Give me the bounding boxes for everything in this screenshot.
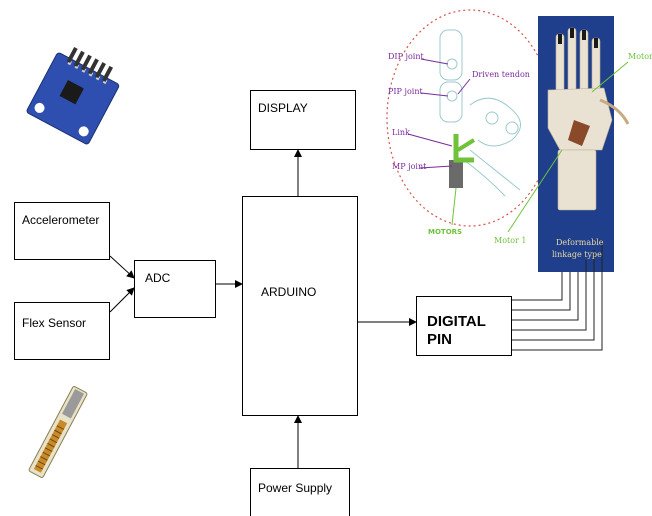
- digital-pin-label-line1: DIGITAL: [427, 313, 486, 330]
- accelerometer-label: Accelerometer: [22, 213, 100, 227]
- flex-sensor-label: Flex Sensor: [22, 316, 87, 330]
- digital-pin-label-line2: PIN: [427, 331, 453, 348]
- motors-label: MOTORS: [428, 228, 463, 236]
- power-supply-block: Power Supply: [250, 468, 350, 516]
- pip-joint-label: PIP joint: [388, 87, 423, 96]
- digital-pin-block: DIGITAL PIN: [416, 296, 512, 356]
- flex-sensor-block: Flex Sensor: [14, 302, 110, 360]
- connectors: [109, 149, 417, 468]
- accelerometer-board-image: [26, 47, 120, 145]
- arduino-label: ARDUINO: [261, 285, 317, 299]
- robotic-hand-photo: [507, 16, 630, 272]
- motor-1-label: Motor 1: [494, 236, 527, 245]
- linkage-type-label: linkage type: [552, 250, 602, 259]
- flex-sensor-strip-image: [28, 386, 88, 478]
- arduino-block: ARDUINO: [242, 196, 358, 416]
- driven-tendon-label: Driven tendon: [472, 70, 530, 79]
- accelerometer-block: Accelerometer: [14, 202, 110, 260]
- adc-label: ADC: [145, 271, 171, 285]
- mp-joint-label: MP joint: [392, 162, 427, 171]
- hand-wires: [512, 240, 603, 351]
- power-supply-label: Power Supply: [258, 481, 333, 495]
- display-label: DISPLAY: [258, 101, 308, 115]
- display-block: DISPLAY: [250, 90, 356, 150]
- hand-mechanism-sketch: [386, 9, 554, 227]
- link-label: Link: [392, 128, 410, 137]
- adc-block: ADC: [134, 260, 216, 318]
- dip-joint-label: DIP joint: [388, 52, 424, 61]
- motor-label: Motor: [628, 52, 652, 61]
- deformable-label: Deformable: [556, 238, 604, 247]
